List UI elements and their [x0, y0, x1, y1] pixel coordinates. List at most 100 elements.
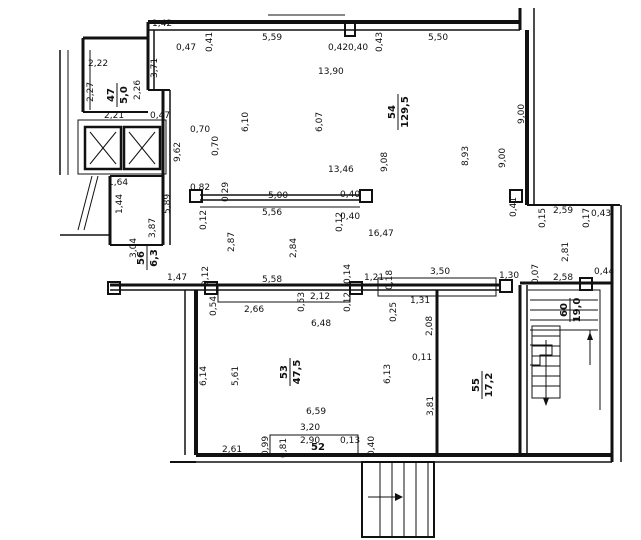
dimension-label: 5,56	[262, 208, 282, 218]
dimension-label: 2,84	[289, 238, 299, 258]
dimension-label: 0,41	[509, 197, 519, 217]
dimension-label: 0,11	[412, 353, 432, 363]
dimension-label: 1,31	[410, 296, 430, 306]
dimension-label: 0,12	[199, 210, 209, 230]
dimension-label: 0,42	[328, 43, 348, 53]
dimension-label: 1,47	[167, 273, 187, 283]
dimension-label: 2,66	[244, 305, 264, 315]
dimension-label: 2,21	[104, 111, 124, 121]
dimension-label: 3,20	[300, 423, 320, 433]
dimension-label: 0,12	[335, 212, 345, 232]
dimension-label: 6,10	[241, 112, 251, 132]
dimension-label: 5,00	[268, 191, 288, 201]
dimension-label: 0,40	[340, 212, 360, 222]
dimension-label: 0,12	[343, 292, 353, 312]
dimension-label: 0,53	[297, 292, 307, 312]
dimension-label: 8,93	[461, 146, 471, 166]
dimension-label: 0,17	[582, 208, 592, 228]
interior-stairs	[528, 289, 601, 410]
dimension-label: 5,50	[428, 33, 448, 43]
dimension-label: 5,61	[231, 366, 241, 386]
room-53-area: 47,5	[292, 360, 303, 385]
room-52-number: 52	[311, 442, 325, 453]
dimension-label: 16,47	[368, 229, 394, 239]
room-53-number: 53	[279, 365, 290, 379]
dimension-label: 0,29	[221, 182, 231, 202]
dimension-label: 3,04	[129, 238, 139, 258]
dimension-label: 2,27	[86, 82, 96, 102]
dimension-label: 2,81	[561, 242, 571, 262]
dimension-label: 1,44	[115, 194, 125, 214]
dimension-label: 2,26	[133, 80, 143, 100]
dimension-label: 0,40	[348, 43, 368, 53]
dimension-label: 2,58	[553, 273, 573, 283]
dimension-label: 0,54	[209, 296, 219, 316]
room-60-number: 60	[559, 303, 570, 317]
dimension-label: 0,40	[367, 436, 377, 456]
dimension-label: 9,00	[498, 148, 508, 168]
room-54-area: 129,5	[400, 96, 411, 128]
dimension-label: 6,48	[311, 319, 331, 329]
dimension-label: 2,90	[300, 436, 320, 446]
dimension-label: 9,62	[173, 142, 183, 162]
dimension-label: 6,14	[199, 366, 209, 386]
dimension-label: 5,59	[262, 33, 282, 43]
dimension-label: 0,18	[385, 270, 395, 290]
room-55-number: 55	[471, 378, 482, 392]
room-47-area: 5,0	[119, 86, 130, 104]
dimension-label: 2,08	[425, 316, 435, 336]
dimension-label: 13,90	[318, 67, 344, 77]
dimension-label: 13,46	[328, 165, 354, 175]
dimension-label: 3,87	[148, 218, 158, 238]
dimension-label: 0,70	[190, 125, 210, 135]
room-55-area: 17,2	[484, 373, 495, 398]
dimension-label: 0,47	[176, 43, 196, 53]
dimension-label: 0,99	[261, 436, 271, 456]
dimension-label: 0,12	[201, 266, 211, 286]
dimension-label: 0,47	[150, 111, 170, 121]
dimension-label: 0,81	[279, 438, 289, 458]
room-labels: 54 129,5 53 47,5 55 17,2 56 6,3 47 5,0 5…	[106, 83, 583, 453]
room-47-number: 47	[106, 88, 117, 102]
columns	[107, 21, 593, 295]
room-60-area: 19,0	[572, 298, 583, 323]
dimension-label: 5,58	[262, 275, 282, 285]
dimension-label: 1,21	[364, 273, 384, 283]
dimension-label: 0,25	[389, 302, 399, 322]
dimension-label: 9,08	[380, 152, 390, 172]
dimension-label: 0,41	[205, 32, 215, 52]
dimension-label: 0,13	[340, 436, 360, 446]
dimension-label: 1,64	[108, 178, 128, 188]
dimension-label: 0,15	[538, 208, 548, 228]
walls	[59, 8, 622, 463]
beams	[200, 14, 497, 456]
dimension-label: 9,00	[517, 104, 527, 124]
dimension-label: 0,14	[343, 264, 353, 284]
dimension-label: 3,81	[426, 396, 436, 416]
dimension-label: 2,12	[310, 292, 330, 302]
dimension-label: 2,59	[553, 206, 573, 216]
dimension-label: 3,71	[150, 58, 160, 78]
room-56-area: 6,3	[149, 249, 160, 267]
left-stairs	[77, 50, 99, 231]
dimension-label: 1,42	[152, 19, 172, 29]
dimension-label: 6,59	[306, 407, 326, 417]
dimension-label: 6,07	[315, 112, 325, 132]
room-56-number: 56	[136, 251, 147, 265]
dimension-label: 0,43	[375, 32, 385, 52]
dimension-label: 0,70	[211, 136, 221, 156]
dimension-labels: 1,42 0,47 0,41 5,59 0,42 0,40 0,43 5,50 …	[86, 19, 614, 458]
dimension-label: 6,13	[383, 364, 393, 384]
dimension-label: 1,30	[499, 271, 519, 281]
dimension-label: 3,50	[430, 267, 450, 277]
dimension-label: 0,40	[340, 190, 360, 200]
dimension-label: 0,44	[594, 267, 614, 277]
dimension-label: 2,87	[227, 232, 237, 252]
dimension-label: 0,82	[190, 183, 210, 193]
dimension-label: 2,22	[88, 59, 108, 69]
room-54-number: 54	[387, 105, 398, 119]
dimension-label: 0,43	[591, 209, 611, 219]
dimension-label: 0,07	[531, 264, 541, 284]
entrance-stairs	[361, 461, 435, 538]
